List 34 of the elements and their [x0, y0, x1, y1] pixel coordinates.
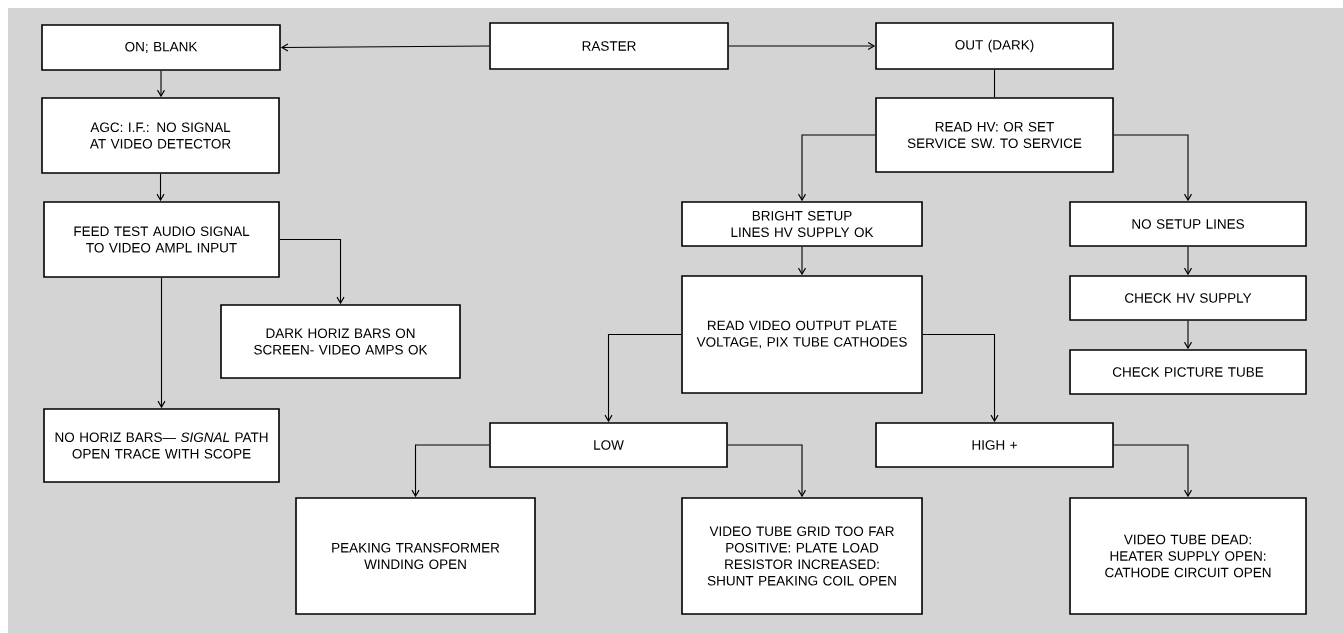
- process-box: DARK HORIZ BARS ON SCREEN- VIDEO AMPS OK: [220, 304, 461, 379]
- process-box: OUT (DARK): [875, 22, 1114, 70]
- process-box: VIDEO TUBE DEAD: HEATER SUPPLY OPEN: CATHODE CIRCUIT OPEN: [1069, 497, 1307, 615]
- process-box: NO SETUP LINES: [1069, 201, 1307, 247]
- process-box: READ HV: OR SET SERVICE SW. TO SERVICE: [875, 97, 1114, 173]
- arrow: [922, 333, 999, 423]
- process-box: NO HORIZ BARS— SIGNAL PATH OPEN TRACE WITH SCOPE: [43, 408, 280, 483]
- arrow: [1183, 246, 1193, 276]
- arrow: [728, 41, 876, 51]
- process-box: BRIGHT SETUP LINES HV SUPPLY OK: [681, 201, 923, 247]
- process-box: PEAKING TRANSFORMER WINDING OPEN: [295, 497, 536, 615]
- process-box: CHECK HV SUPPLY: [1069, 275, 1307, 321]
- arrow: [727, 444, 807, 498]
- process-box: HIGH +: [875, 422, 1114, 468]
- process-box: FEED TEST AUDIO SIGNAL TO VIDEO AMPL INPUT: [43, 201, 280, 278]
- process-box: VIDEO TUBE GRID TOO FAR POSITIVE: PLATE LOAD RESISTOR INCREASED: SHUNT PEAKING COIL OPEN: [681, 497, 923, 615]
- arrow: [279, 238, 345, 305]
- process-box: RASTER: [489, 22, 729, 70]
- process-box: CHECK PICTURE TUBE: [1069, 349, 1307, 395]
- arrow: [280, 43, 490, 52]
- arrow: [157, 277, 166, 409]
- arrow: [604, 333, 682, 423]
- arrow: [797, 134, 876, 202]
- arrow: [411, 444, 490, 498]
- process-box: ON; BLANK: [41, 24, 281, 71]
- arrow: [1113, 444, 1193, 498]
- arrow: [156, 70, 166, 98]
- arrow: [797, 246, 807, 276]
- process-box: LOW: [489, 422, 728, 468]
- arrow: [156, 173, 165, 202]
- arrow: [1183, 320, 1193, 350]
- process-box: AGC: I.F.: NO SIGNAL AT VIDEO DETECTOR: [41, 97, 280, 174]
- process-box: READ VIDEO OUTPUT PLATE VOLTAGE, PIX TUBE CATHODES: [681, 275, 923, 394]
- arrow: [1113, 134, 1193, 202]
